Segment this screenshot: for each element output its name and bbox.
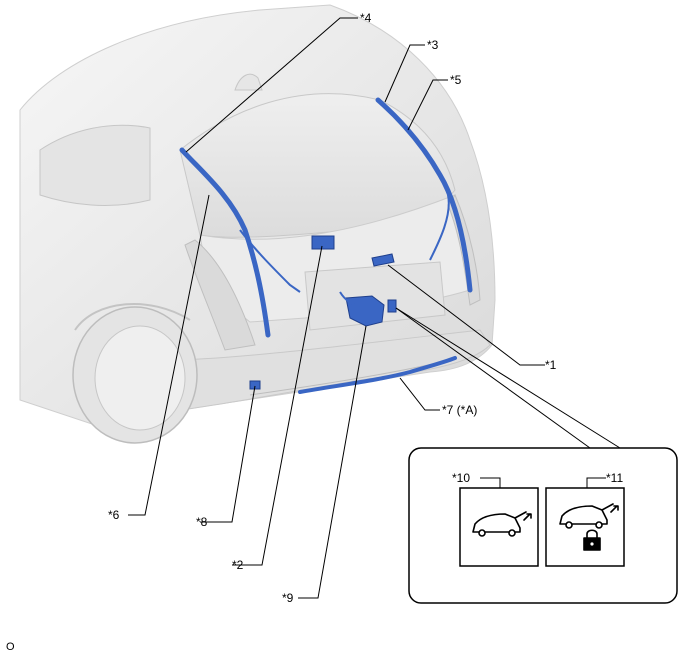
vehicle-back-door-lock-icon xyxy=(559,503,619,551)
leader-lines xyxy=(128,17,621,599)
callout-label-10: *10 xyxy=(452,471,471,485)
right-back-door-harness xyxy=(375,97,473,293)
callout-label-6: *6 xyxy=(108,508,120,522)
callout-label-7: *7 (*A) xyxy=(442,403,478,417)
icon-box-11 xyxy=(545,487,625,567)
callout-label-11: *11 xyxy=(606,471,624,485)
harness-components xyxy=(179,97,473,394)
icon-box-10 xyxy=(459,487,539,567)
callout-label-9: *9 xyxy=(282,591,294,605)
illustration-code: O xyxy=(6,641,15,653)
component-9-latch xyxy=(345,295,385,327)
left-back-door-harness xyxy=(179,147,271,338)
component-8-sensor xyxy=(249,380,261,390)
callout-label-8: *8 xyxy=(196,515,208,529)
component-2-box xyxy=(311,235,335,250)
callout-label-4: *4 xyxy=(360,11,372,25)
component-7-bumper-harness xyxy=(298,356,457,394)
switch-component xyxy=(387,299,397,313)
vehicle-back-door-open-icon xyxy=(472,511,532,537)
callout-label-5: *5 xyxy=(450,73,462,87)
callout-box xyxy=(408,447,678,604)
vehicle-body xyxy=(19,4,496,444)
callout-label-3: *3 xyxy=(427,38,439,52)
callout-label-1: *1 xyxy=(545,358,557,372)
callout-label-2: *2 xyxy=(232,558,244,572)
component-1 xyxy=(371,253,395,267)
